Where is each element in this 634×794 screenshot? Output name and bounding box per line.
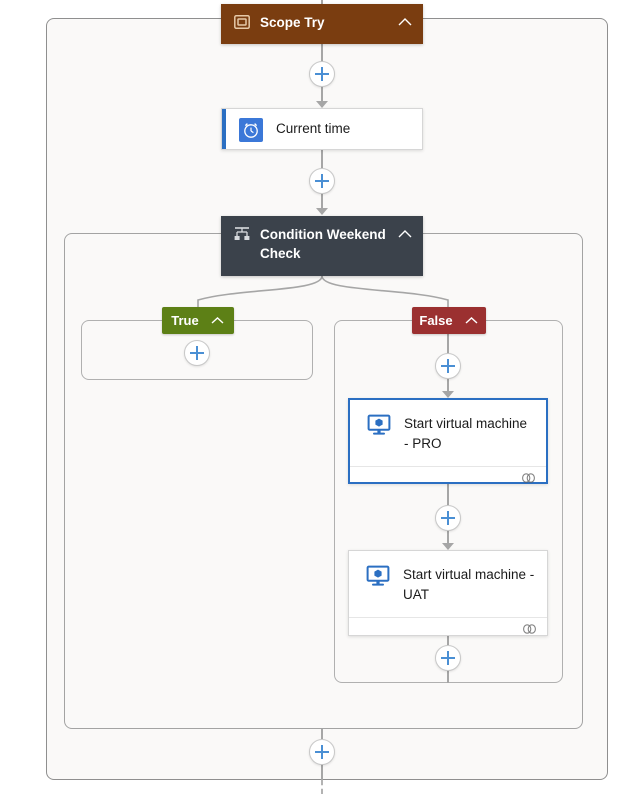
connector-vmuat-to-plus xyxy=(447,636,449,645)
connector-plus-to-currenttime xyxy=(321,87,323,103)
virtual-machine-icon xyxy=(365,563,391,589)
connector-vmpro-to-plus xyxy=(447,484,449,505)
link-icon[interactable] xyxy=(522,622,537,640)
action-card-title: Start virtual machine - PRO xyxy=(404,416,528,451)
connector-plus-to-vmuat xyxy=(447,531,449,544)
add-step-button-after-vm-uat[interactable] xyxy=(435,645,461,671)
connector-scope-continue-dashed xyxy=(321,780,323,794)
action-card-title: Current time xyxy=(276,121,351,136)
action-card-title: Start virtual machine - UAT xyxy=(403,567,535,602)
add-step-button-after-currenttime[interactable] xyxy=(309,168,335,194)
arrowhead-to-vmpro xyxy=(442,391,454,398)
scope-try-header[interactable]: Scope Try xyxy=(221,4,423,44)
connector-condition-to-plus xyxy=(321,729,323,739)
connector-false-to-plus xyxy=(447,334,449,354)
connector-plus-to-condition xyxy=(321,194,323,210)
action-card-current-time[interactable]: Current time xyxy=(221,108,423,150)
condition-icon xyxy=(233,225,251,243)
link-icon[interactable] xyxy=(521,471,536,489)
action-card-start-vm-uat[interactable]: Start virtual machine - UAT xyxy=(348,550,548,636)
chevron-up-icon[interactable] xyxy=(397,227,413,242)
arrowhead-to-currenttime xyxy=(316,101,328,108)
add-step-button-between-vms[interactable] xyxy=(435,505,461,531)
add-step-button-after-scope[interactable] xyxy=(309,61,335,87)
virtual-machine-icon xyxy=(366,412,392,438)
branch-false-text: False xyxy=(419,313,453,328)
connector-plus-to-scope-end xyxy=(321,765,323,780)
action-card-footer xyxy=(350,466,546,493)
chevron-up-icon[interactable] xyxy=(397,15,413,30)
condition-header[interactable]: Condition Weekend Check xyxy=(221,216,423,276)
add-step-button-before-vm-pro[interactable] xyxy=(435,353,461,379)
chevron-up-icon[interactable] xyxy=(210,313,225,328)
connector-plus-to-vmpro xyxy=(447,379,449,392)
scope-try-title: Scope Try xyxy=(260,15,325,30)
connector-plus-to-branch-end xyxy=(447,671,449,683)
action-card-footer xyxy=(349,617,547,644)
clock-icon xyxy=(238,117,264,143)
arrowhead-to-condition xyxy=(316,208,328,215)
branch-label-false[interactable]: False xyxy=(412,307,486,334)
add-step-button-true-branch[interactable] xyxy=(184,340,210,366)
chevron-up-icon[interactable] xyxy=(464,313,479,328)
arrowhead-to-vmuat xyxy=(442,543,454,550)
branch-true-text: True xyxy=(171,313,199,328)
connector-currenttime-to-plus xyxy=(321,150,323,168)
scope-icon xyxy=(233,13,251,31)
add-step-button-after-condition[interactable] xyxy=(309,739,335,765)
condition-title: Condition Weekend Check xyxy=(260,227,386,261)
action-card-start-vm-pro[interactable]: Start virtual machine - PRO xyxy=(348,398,548,484)
branch-label-true[interactable]: True xyxy=(162,307,234,334)
connector-scope-to-plus xyxy=(321,44,323,62)
